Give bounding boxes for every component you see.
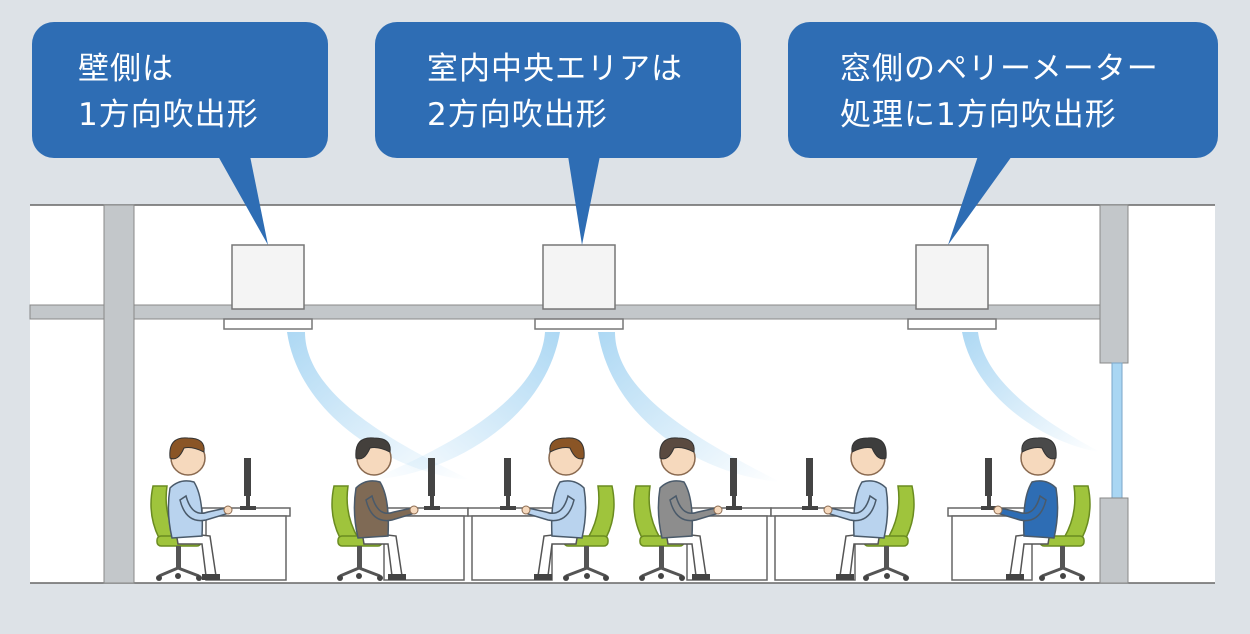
office-worker	[823, 437, 889, 580]
ceiling-unit-wall	[223, 244, 313, 330]
office-worker	[657, 437, 723, 580]
office-workers	[167, 437, 1059, 580]
callout-center-line1: 室内中央エリアは	[427, 51, 683, 87]
callout-window-side: 窓側のペリーメーター 処理に1方向吹出形	[788, 22, 1218, 158]
office-worker	[167, 437, 233, 580]
wall-column	[103, 204, 135, 584]
callout-center-area: 室内中央エリアは 2方向吹出形	[375, 22, 741, 158]
window-glass	[1111, 362, 1123, 499]
callout-window-line2: 処理に1方向吹出形	[840, 97, 1117, 133]
window-sill-wall	[1099, 497, 1129, 584]
airflow-center-left	[370, 332, 560, 480]
office-worker	[353, 437, 419, 580]
callout-window-line1: 窓側のペリーメーター	[840, 51, 1159, 87]
ceiling-unit-center	[534, 244, 624, 330]
callout-wall-line1: 壁側は	[78, 51, 174, 87]
airflow-window-unit	[962, 332, 1100, 452]
ceiling-unit-window	[907, 244, 997, 330]
office-worker	[521, 437, 587, 580]
office-worker	[993, 437, 1059, 580]
callout-wall-side: 壁側は 1方向吹出形	[32, 22, 328, 158]
window-beam	[1099, 204, 1129, 364]
callout-wall-line2: 1方向吹出形	[78, 97, 259, 133]
callout-center-line2: 2方向吹出形	[427, 97, 608, 133]
